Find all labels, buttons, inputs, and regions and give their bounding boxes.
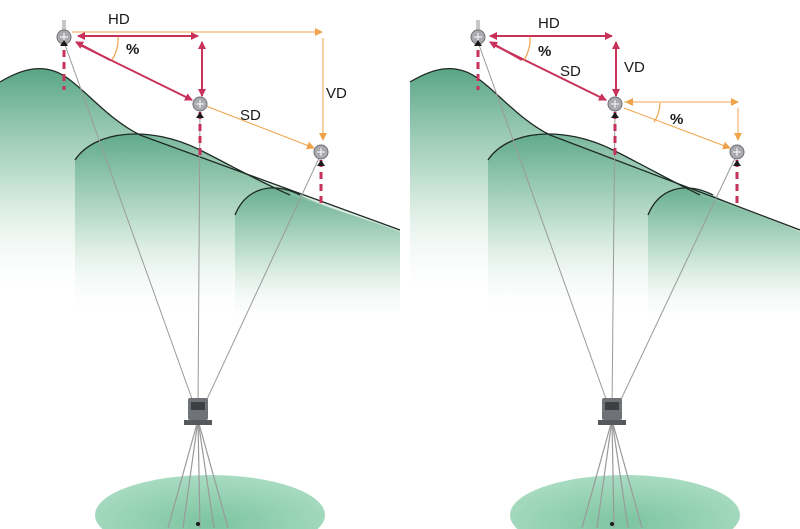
- hill-front: [648, 187, 800, 330]
- total-station-instrument-icon: [598, 398, 626, 526]
- sight-line: [201, 155, 321, 411]
- percent-label: %: [126, 41, 139, 58]
- prism-target-icon: [313, 144, 329, 166]
- hill-outline-mid: [487, 133, 701, 196]
- sd-helper: [205, 105, 315, 150]
- sight-line: [197, 107, 201, 411]
- percent-label: %: [538, 43, 551, 60]
- right-panel: HD % SD VD %: [409, 15, 800, 529]
- prism-target-icon: [729, 144, 745, 166]
- ground-ellipse: [510, 475, 740, 529]
- slope-angle-arc: [523, 36, 531, 61]
- hill-outline: [0, 67, 401, 231]
- slope-angle-arc-2: [653, 102, 661, 123]
- sd-label: SD: [560, 63, 581, 80]
- prism-target-icon: [470, 20, 486, 46]
- prism-target-icon: [56, 20, 72, 46]
- left-panel: HD % VD SD: [0, 11, 401, 529]
- vd-label: VD: [624, 59, 645, 76]
- sd-line-back: [75, 41, 111, 61]
- sd-label: SD: [240, 107, 261, 124]
- sight-line: [611, 107, 616, 411]
- sd-line-back: [489, 41, 523, 61]
- hd-label: HD: [538, 15, 560, 32]
- total-station-tripod: [167, 419, 229, 529]
- prism-target-icon: [607, 96, 623, 118]
- slope-angle-arc: [111, 36, 119, 61]
- hill-outline: [409, 67, 800, 231]
- total-station-tripod: [581, 419, 643, 529]
- panel-divider: [400, 0, 410, 529]
- hill-front: [235, 187, 400, 330]
- hill-outline-front: [234, 187, 301, 216]
- vd-label: VD: [326, 85, 347, 102]
- total-station-instrument-icon: [184, 398, 212, 526]
- sight-line: [63, 41, 197, 411]
- hill-outline-front: [647, 187, 714, 216]
- prism-target-icon: [192, 96, 208, 118]
- sight-line: [477, 41, 611, 411]
- sd-helper: [623, 107, 731, 150]
- sight-line: [615, 155, 737, 411]
- percent-label-2: %: [670, 111, 683, 128]
- hd-label: HD: [108, 11, 130, 28]
